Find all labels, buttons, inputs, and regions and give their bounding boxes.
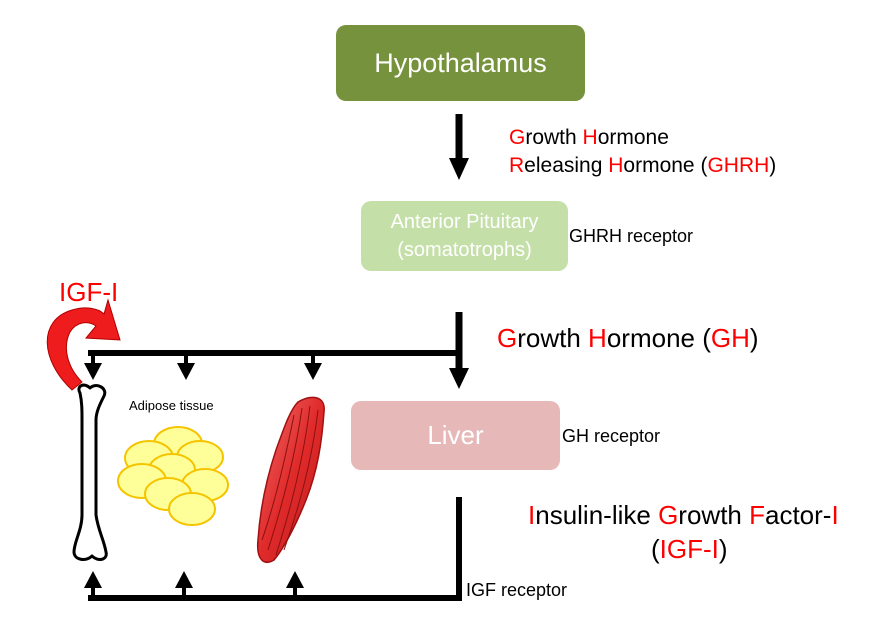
liver-box: Liver — [351, 401, 560, 470]
hypothalamus-to-pituitary-arrow — [449, 114, 469, 180]
curved-feedback-arrow-icon — [46, 298, 121, 391]
anterior-pituitary-box: Anterior Pituitary (somatotrophs) — [361, 201, 568, 271]
adipose-cells-icon — [117, 426, 229, 526]
ghrh-label-line1: Growth Hormone — [509, 126, 669, 149]
igf-return-arrows — [84, 497, 462, 601]
gh-receptor-label: GH receptor — [562, 426, 661, 446]
igf-receptor-label: IGF receptor — [466, 580, 568, 600]
gh-label: Growth Hormone (GH) — [497, 323, 759, 353]
bone-icon — [72, 383, 108, 561]
pituitary-label-line1: Anterior Pituitary — [390, 211, 539, 233]
ghrh-label-line2: Releasing Hormone (GHRH) — [509, 154, 777, 177]
igf-label-line2: (IGF-I) — [651, 534, 728, 564]
gh-distribution-arrows — [84, 312, 469, 389]
muscle-icon — [256, 396, 325, 563]
igf-feedback-label: IGF-I — [59, 277, 119, 307]
igf-label-line1: Insulin-like Growth Factor-I — [528, 500, 839, 530]
hypothalamus-label: Hypothalamus — [374, 47, 547, 78]
hypothalamus-box: Hypothalamus — [336, 25, 585, 101]
liver-label: Liver — [427, 420, 484, 450]
adipose-tissue-label: Adipose tissue — [129, 398, 214, 413]
ghrh-receptor-label: GHRH receptor — [569, 226, 694, 246]
pituitary-label-line2: (somatotrophs) — [397, 239, 532, 261]
